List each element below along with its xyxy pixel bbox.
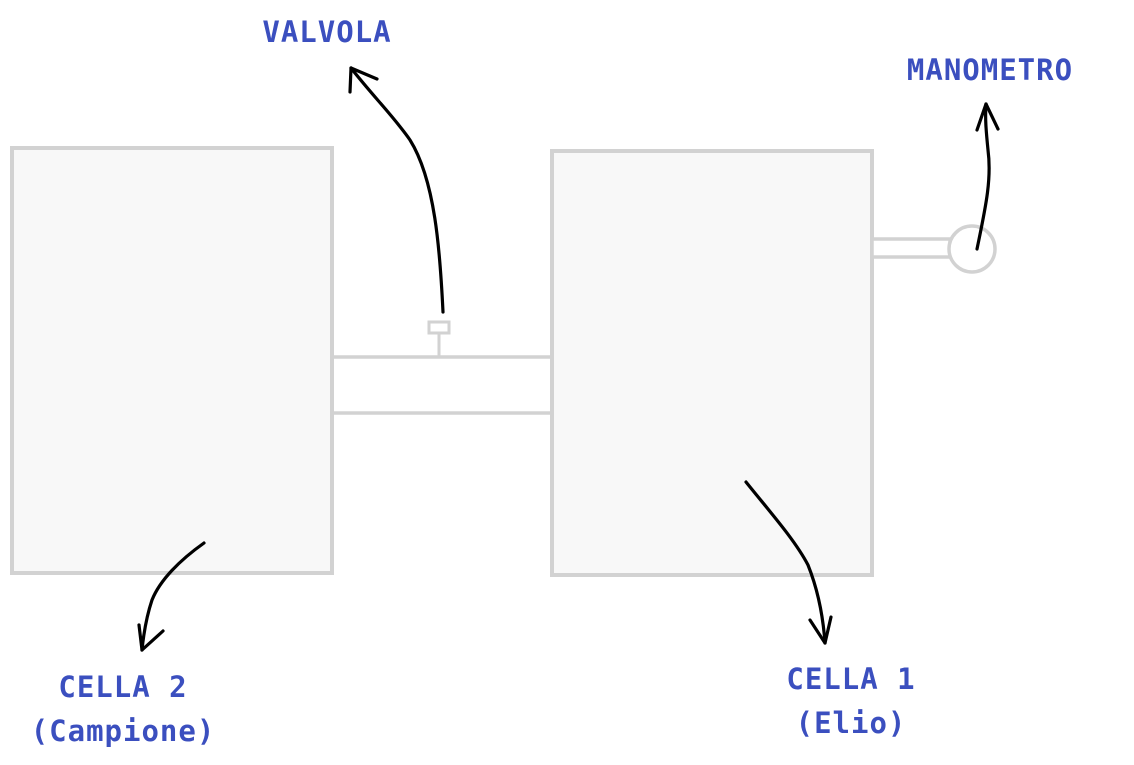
gauge-arrow-head <box>975 102 1000 132</box>
cell-1-box <box>550 149 874 577</box>
gauge-pipe <box>870 237 952 259</box>
valve-handle <box>427 320 451 335</box>
cell-1-arrow-head <box>808 615 833 645</box>
cell-2-label-line2: (Campione) <box>31 714 216 748</box>
cell-2-label-line1: CELLA 2 <box>58 670 187 704</box>
cell-2-arrow <box>140 541 206 652</box>
cell-1-arrow <box>744 480 827 645</box>
cell-1-label-line1: CELLA 1 <box>786 662 915 696</box>
gauge-arrow <box>975 102 991 251</box>
valve-label: VALVOLA <box>262 15 391 49</box>
gauge-label: MANOMETRO <box>907 53 1073 87</box>
valve-arrow <box>349 66 445 314</box>
cell-1-label-line2: (Elio) <box>796 706 907 740</box>
cell-2-arrow-head <box>137 623 165 652</box>
valve-arrow-head <box>348 66 379 94</box>
cell-2-box <box>10 146 334 575</box>
connecting-pipe <box>328 355 556 415</box>
gauge-dial <box>947 224 997 274</box>
